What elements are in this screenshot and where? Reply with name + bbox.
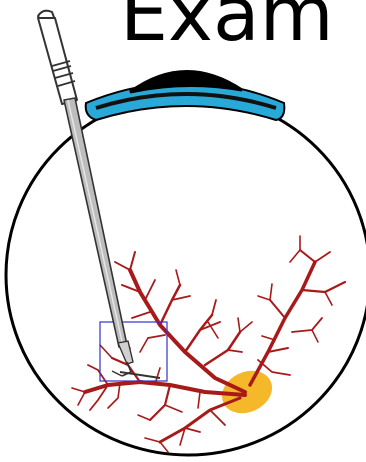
eyeball [6,95,366,455]
instrument-handle [38,18,77,104]
title-text: Exam [120,0,334,58]
